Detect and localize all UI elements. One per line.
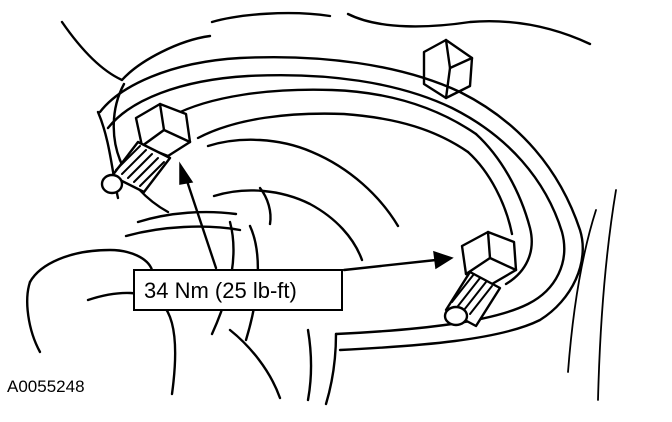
leader-arrow-lower-right — [342, 250, 454, 272]
upper-left-bolt — [100, 102, 192, 195]
lower-right-bolt — [443, 230, 518, 328]
engine-body-outline — [60, 11, 617, 401]
leader-arrow-upper-left — [179, 161, 218, 270]
torque-callout: 34 Nm (25 lb-ft) — [133, 269, 343, 311]
torque-label: 34 Nm (25 lb-ft) — [144, 278, 297, 303]
upper-bracket — [422, 38, 474, 100]
figure-id: A0055248 — [7, 377, 85, 396]
manifold-flange — [98, 55, 584, 352]
